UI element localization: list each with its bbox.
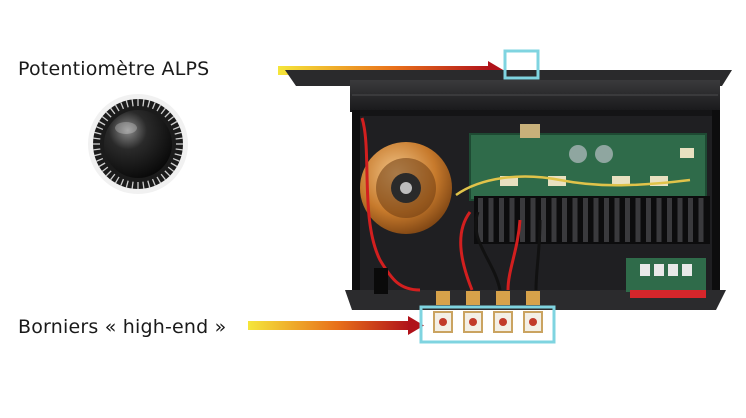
heatsink — [474, 196, 710, 244]
terminals-highlight-box — [419, 305, 556, 344]
toroidal-transformer — [360, 142, 452, 234]
potentiometer-highlight-box — [503, 49, 540, 80]
relay-board — [626, 258, 706, 298]
terminals-label: Borniers « high-end » — [18, 316, 227, 338]
gradient-arrow-right-icon — [248, 316, 424, 335]
speaker-terminals — [433, 291, 543, 333]
knob-icon — [88, 94, 188, 194]
potentiometer-label: Potentiomètre ALPS — [18, 58, 210, 80]
amplifier-pcb — [469, 124, 707, 201]
